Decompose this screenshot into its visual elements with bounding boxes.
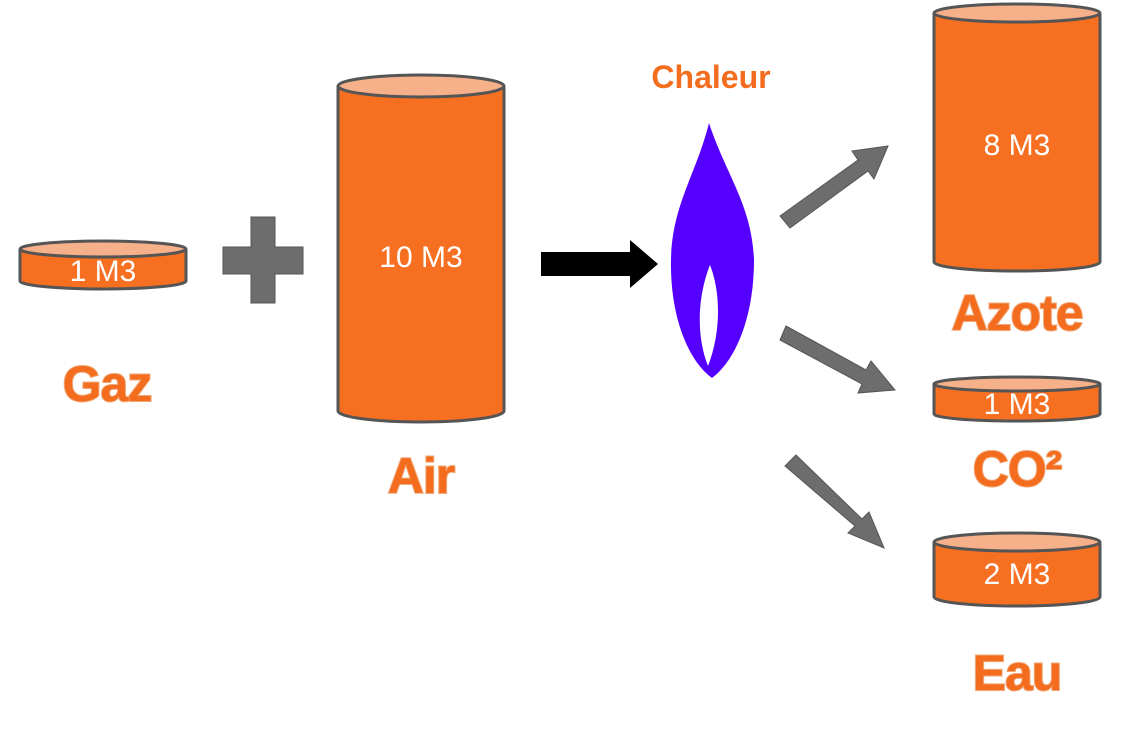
azote-cylinder: 8 M3 — [932, 2, 1102, 273]
gaz-volume: 1 M3 — [70, 255, 137, 288]
arrow-down-right-icon — [784, 454, 885, 549]
air-volume: 10 M3 — [379, 241, 462, 274]
air-label: Air — [388, 448, 455, 504]
azote-volume: 8 M3 — [984, 129, 1051, 162]
eau-cylinder: 2 M3 — [932, 531, 1102, 608]
gaz-cylinder: 1 M3 — [18, 239, 188, 291]
plus-icon — [222, 216, 304, 304]
eau-volume: 2 M3 — [984, 558, 1051, 591]
azote-label: Azote — [951, 285, 1082, 341]
eau-label: Eau — [973, 645, 1062, 701]
air-cylinder: 10 M3 — [336, 73, 506, 424]
gaz-label: Gaz — [63, 356, 152, 412]
co2-cylinder: 1 M3 — [932, 375, 1102, 423]
co2-label: CO² — [973, 441, 1062, 497]
arrow-up-right-icon — [779, 145, 889, 229]
arrow-down-right-icon — [779, 325, 896, 394]
arrow-right-icon — [541, 240, 658, 288]
co2-volume: 1 M3 — [984, 388, 1051, 421]
heat-label: Chaleur — [651, 59, 770, 95]
flame-icon — [670, 123, 754, 378]
